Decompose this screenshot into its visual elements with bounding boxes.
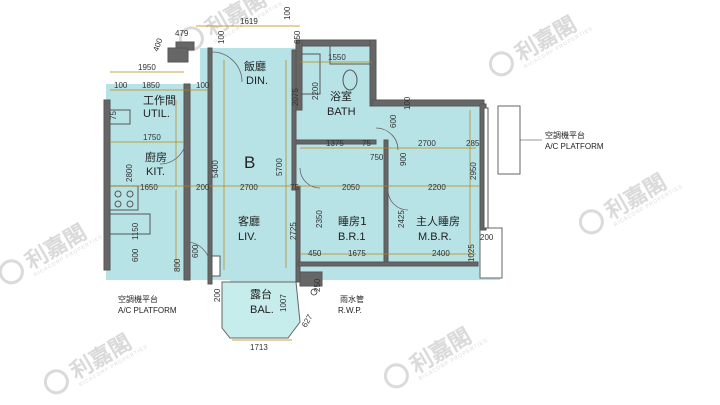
dim-1675: 1675 (348, 249, 366, 258)
dim-627: 627 (300, 312, 315, 329)
dim-1713: 1713 (250, 343, 268, 352)
ac-platform-right-zh: 空調機平台 (545, 130, 585, 140)
dim-600a: 600 (131, 248, 140, 262)
room-utility-en: UTIL. (143, 108, 170, 120)
dim-2200: 2200 (311, 82, 320, 100)
dim-1025: 1025 (467, 244, 476, 262)
dim-650: 650 (293, 30, 302, 44)
room-mbr-en: M.B.R. (418, 231, 452, 243)
room-mbr-zh: 主人睡房 (416, 215, 460, 228)
dim-100b: 100 (283, 6, 292, 20)
dim-100a: 100 (217, 30, 226, 44)
dim-200c: 200 (213, 288, 222, 302)
dim-2075: 2075 (291, 88, 300, 106)
dim-2400: 2400 (432, 249, 450, 258)
watermark-4: 利嘉閣 RICACORP PROPERTIES (578, 170, 684, 235)
dim-1950: 1950 (138, 63, 156, 72)
floor-area (106, 40, 521, 339)
dim-1850: 1850 (142, 81, 160, 90)
room-labels: 飯廳 DIN. 浴室 BATH 工作間 UTIL. 廚房 KIT. B 客廳 L… (143, 59, 460, 316)
dim-2350: 2350 (315, 210, 324, 228)
dim-250: 250 (313, 278, 322, 292)
dim-2800: 2800 (125, 164, 134, 182)
dim-1650: 1650 (140, 183, 158, 192)
room-br1-en: B.R.1 (338, 231, 366, 243)
dim-400: 400 (151, 37, 164, 53)
dim-200a: 200 (196, 183, 210, 192)
rwp-zh: 雨水管 (340, 294, 364, 304)
dim-200b: 200 (480, 233, 494, 242)
dim-479: 479 (175, 29, 189, 38)
dim-75a: 75 (109, 111, 118, 120)
rain-water-pipe-icon (310, 288, 318, 296)
dim-1750: 1750 (143, 133, 161, 142)
room-living-en: LIV. (238, 231, 257, 243)
dim-1150: 1150 (131, 222, 140, 240)
dim-2700a: 2700 (418, 139, 436, 148)
dim-600c: 600 (191, 244, 200, 258)
dim-100c: 100 (114, 81, 128, 90)
dim-1007: 1007 (279, 294, 288, 312)
annotations: 空調機平台 A/C PLATFORM 空調機平台 A/C PLATFORM 雨水… (118, 130, 604, 315)
room-kitchen-en: KIT. (146, 166, 165, 178)
room-balcony-en: BAL. (250, 304, 274, 316)
room-bath-zh: 浴室 (330, 89, 352, 103)
room-br1-zh: 睡房1 (338, 215, 367, 228)
room-dining-zh: 飯廳 (244, 59, 266, 73)
dim-750: 750 (370, 153, 384, 162)
ac-platform-right (497, 105, 521, 175)
dim-450: 450 (308, 249, 322, 258)
room-kitchen-zh: 廚房 (145, 150, 167, 164)
dim-2425: 2425 (397, 210, 406, 228)
dim-1550: 1550 (328, 53, 346, 62)
dim-1619: 1619 (240, 17, 258, 26)
dim-285: 285 (466, 139, 480, 148)
rwp-en: R.W.P. (338, 306, 362, 315)
ac-platform-left-en: A/C PLATFORM (118, 306, 177, 315)
dim-2725: 2725 (289, 222, 298, 240)
room-dining-en: DIN. (246, 75, 268, 87)
dim-75b: 75 (362, 139, 371, 148)
watermark-3: 利嘉閣 RICACORP PROPERTIES (0, 220, 104, 285)
bath-fixtures (301, 45, 371, 95)
dim-2050: 2050 (342, 183, 360, 192)
watermark-brand: 利嘉閣 (202, 0, 272, 42)
watermark-6: 利嘉閣 RICACORP PROPERTIES (383, 324, 489, 389)
dim-2700b: 2700 (240, 183, 258, 192)
room-living-zh: 客廳 (238, 214, 260, 228)
windows (211, 107, 489, 277)
dim-5700: 5700 (275, 158, 284, 176)
flat-letter: B (244, 153, 255, 172)
ac-platform-right-en: A/C PLATFORM (545, 142, 604, 151)
room-balcony-zh: 露台 (250, 287, 272, 301)
room-bath-en: BATH (327, 106, 356, 118)
ac-platform-left-zh: 空調機平台 (118, 294, 158, 304)
dimension-labels: 1619 479 400 100 100 650 1550 1950 100 1… (109, 6, 494, 352)
dim-100e: 100 (403, 96, 412, 110)
watermark-2: 利嘉閣 RICACORP PROPERTIES (488, 12, 594, 77)
dim-900: 900 (399, 152, 408, 166)
dim-5400: 5400 (211, 160, 220, 178)
dim-800: 800 (173, 258, 182, 272)
dim-2200b: 2200 (428, 183, 446, 192)
dim-75c: 75 (290, 183, 299, 192)
watermark-5: 利嘉閣 RICACORP PROPERTIES (43, 330, 149, 395)
dim-600b: 600 (389, 114, 398, 128)
door-arcs (159, 51, 409, 267)
dim-2950: 2950 (469, 162, 478, 180)
dimension-lines (110, 25, 480, 341)
dim-100d: 100 (196, 81, 210, 90)
room-utility-zh: 工作間 (143, 94, 176, 107)
dim-1375: 1375 (326, 139, 344, 148)
